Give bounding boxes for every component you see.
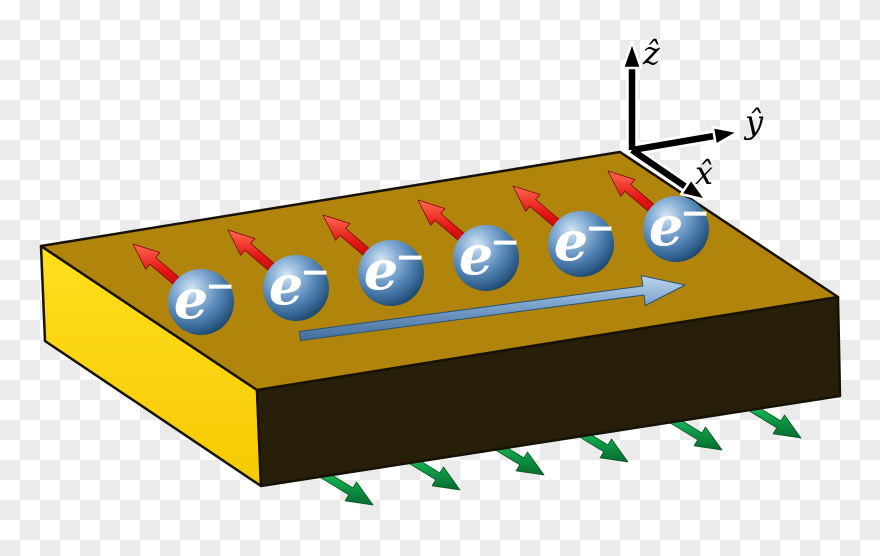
current-arrow [298,275,686,341]
electrons-group: e − e − e − e − e − e − [168,192,710,335]
electron: e − [548,207,615,277]
electron: e − [643,192,710,262]
x-axis-arrow [630,147,688,190]
electron: e − [263,251,330,321]
slab-top-face [39,150,840,392]
y-axis-label: ŷ [743,103,764,141]
electron-label: e [269,253,303,317]
electron-superscript: − [205,265,235,307]
electron-superscript: − [585,207,615,249]
z-axis-arrowhead [621,40,643,70]
electron-label: e [554,209,588,273]
y-axis-arrowhead [711,125,740,147]
axes: ẑ ŷ x̂ [621,34,764,202]
electron-sphere [643,196,709,262]
electron: e − [453,221,520,291]
electron-sphere [168,269,234,335]
electron-label: e [174,267,208,331]
electron: e − [358,236,425,306]
electron-superscript: − [300,251,330,293]
electron-label: e [459,223,493,287]
y-axis-arrow [631,132,715,154]
electron-superscript: − [395,236,425,278]
electron-label: e [649,194,683,258]
slab [39,150,842,488]
x-axis-arrowhead [679,177,708,202]
electron-label: e [364,238,398,302]
electron-sphere [548,211,614,277]
electron-superscript: − [490,221,520,263]
electron-sphere [358,240,424,306]
electron-sphere [453,225,519,291]
x-axis-label: x̂ [695,154,713,192]
z-axis-label: ẑ [642,34,661,72]
electron: e − [168,265,235,335]
electron-sphere [263,255,329,321]
